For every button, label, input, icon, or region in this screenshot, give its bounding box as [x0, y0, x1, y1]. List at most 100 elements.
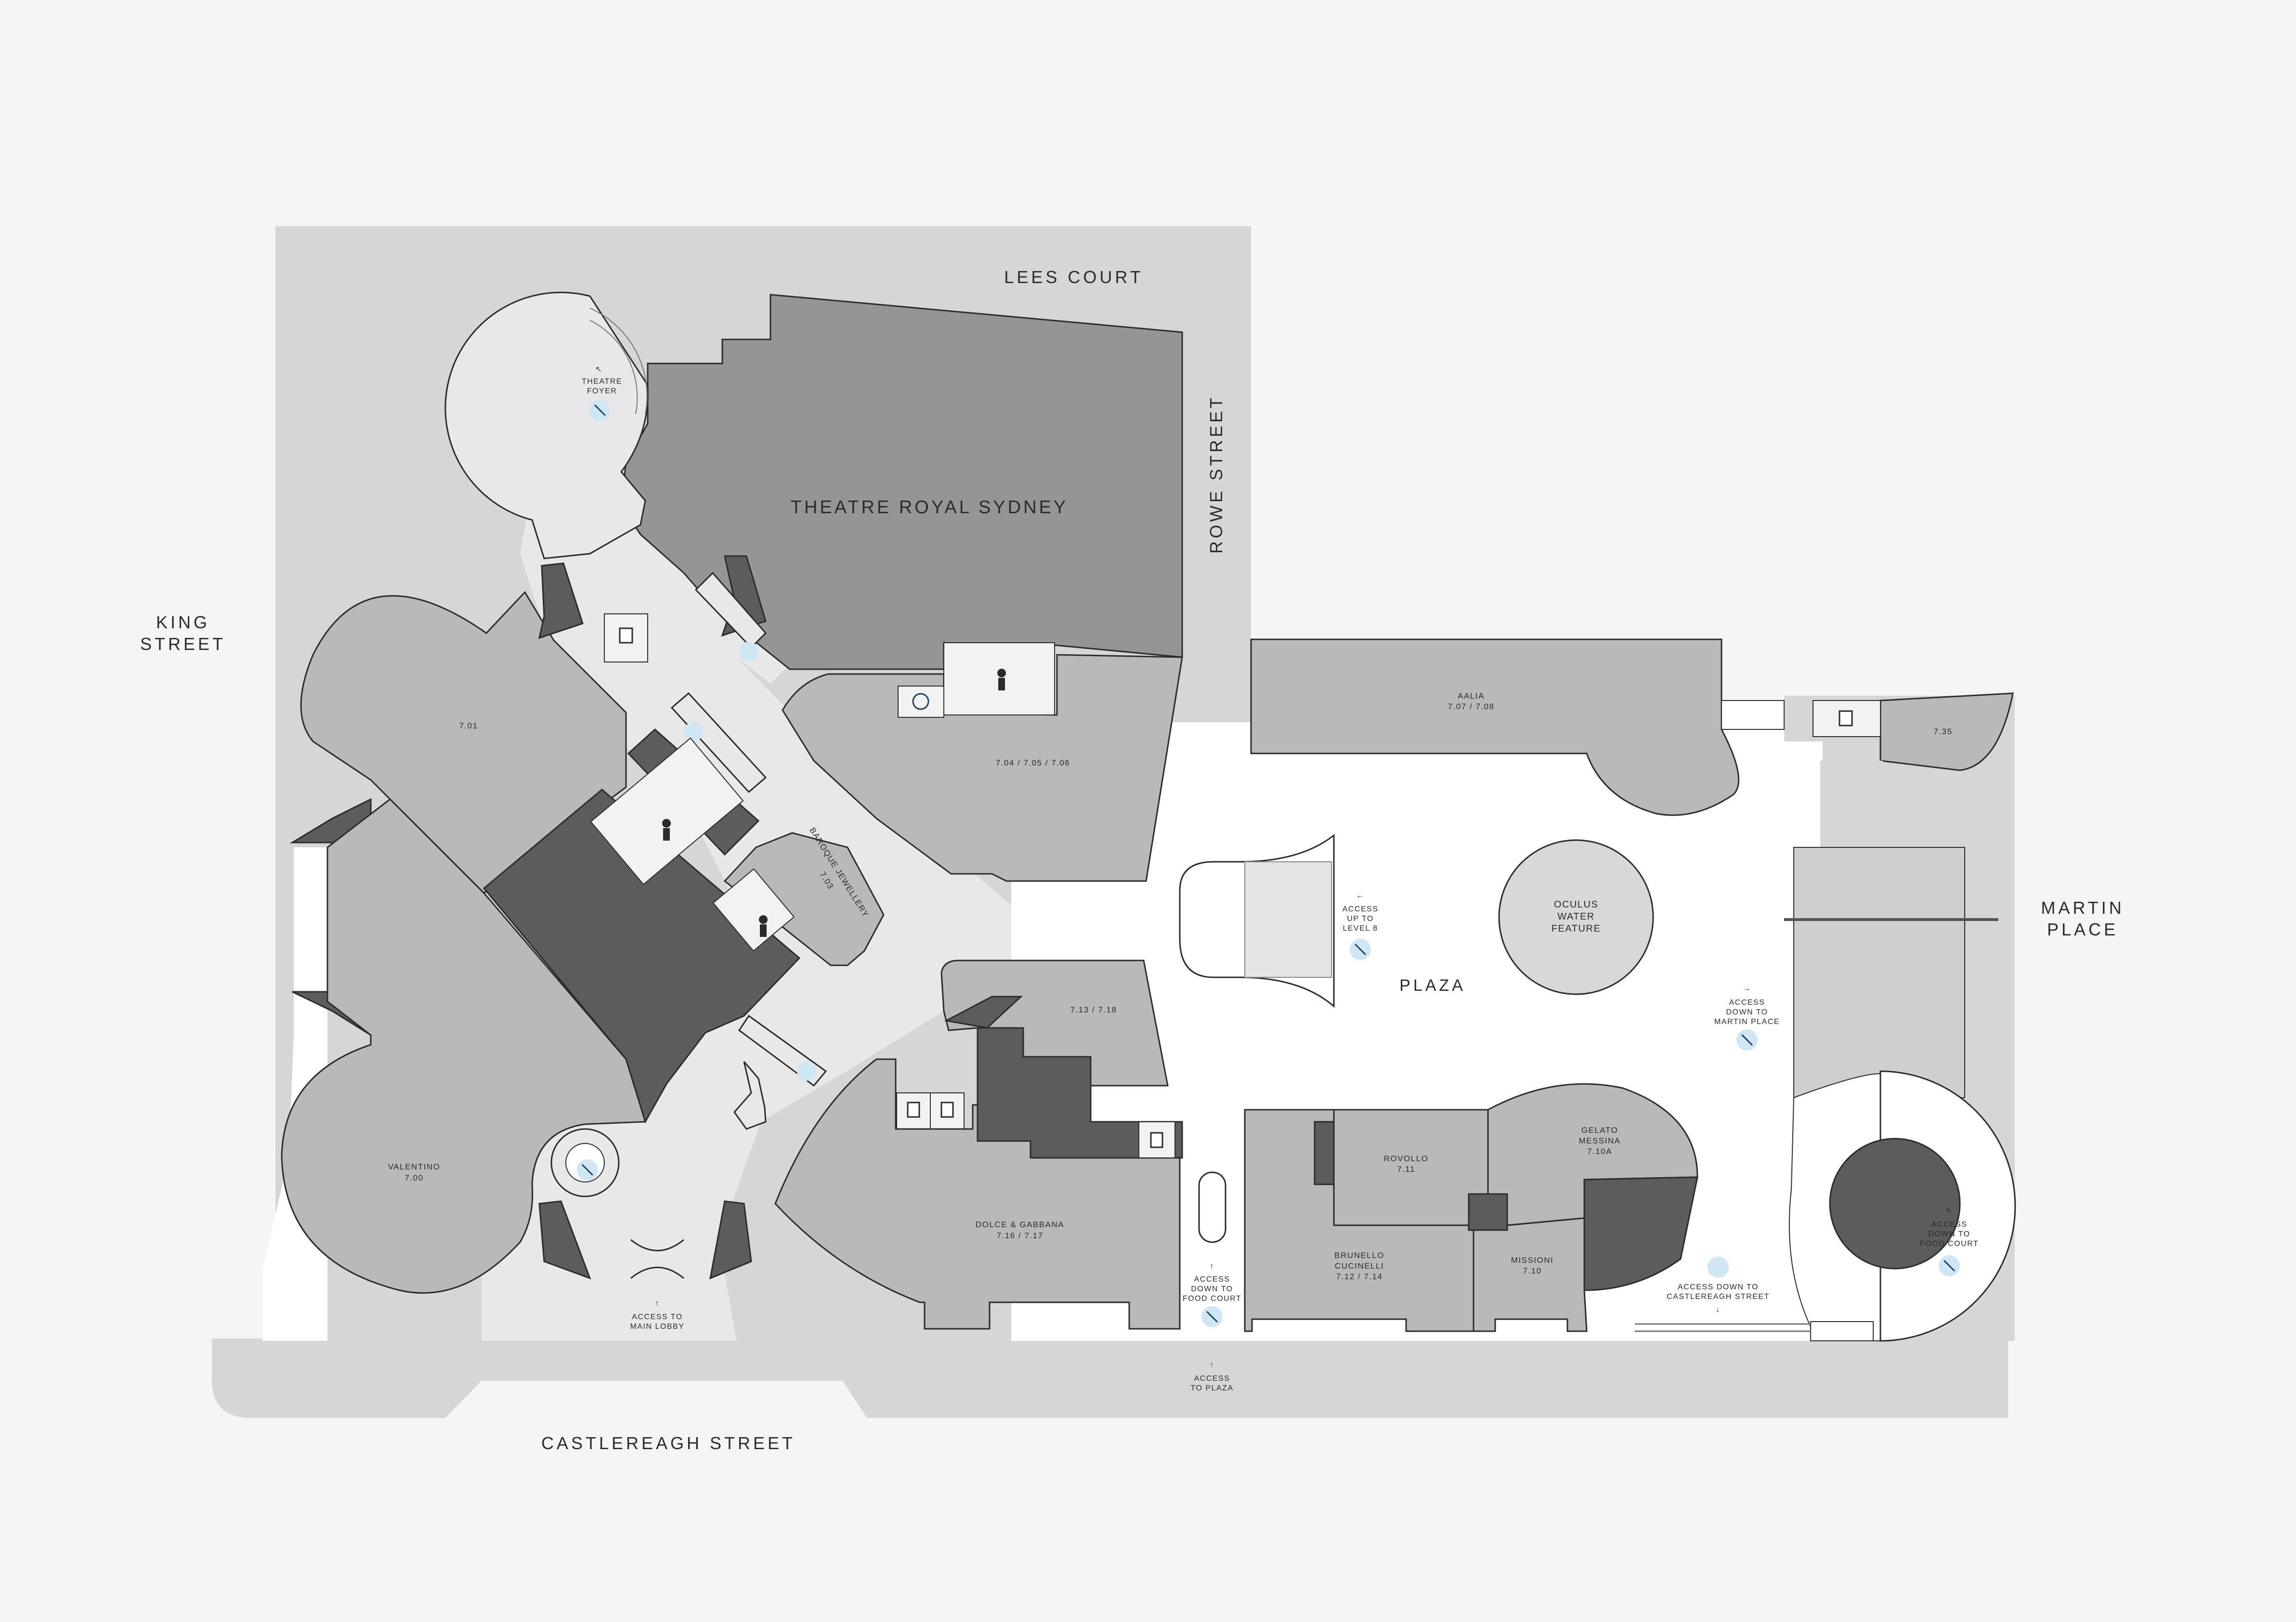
shop-name: DOLCE & GABBANA: [976, 1220, 1064, 1229]
shop-shape: [782, 654, 1183, 882]
shop-shape: [723, 832, 885, 966]
theatre-foyer[interactable]: THEATRE FOYER ↖: [444, 291, 649, 559]
lift-northeast[interactable]: [1813, 700, 1881, 737]
shop-number: 7.10A: [1587, 1147, 1612, 1156]
accessible-icon[interactable]: [912, 693, 929, 710]
shop-brunello-cucinelli[interactable]: BRUNELLO CUCINELLI 7.12 / 7.14: [1244, 1109, 1474, 1332]
east-spiral-stairs[interactable]: [1635, 1070, 2016, 1342]
toilet-icon[interactable]: [997, 669, 1006, 677]
shop-shape: [940, 960, 1169, 1087]
escalator-icon[interactable]: [684, 722, 703, 741]
shop-name: ROVOLLO: [1384, 1154, 1429, 1163]
shop-rovollo[interactable]: ROVOLLO 7.11: [1333, 1109, 1489, 1226]
stairs-icon[interactable]: [1349, 938, 1372, 961]
note-line1: ACCESS TO: [632, 1313, 682, 1321]
toilet-icon[interactable]: [759, 915, 768, 924]
escalator-north[interactable]: [694, 571, 767, 661]
shop-dolce-gabbana[interactable]: DOLCE & GABBANA 7.16 / 7.17: [774, 1058, 1181, 1330]
shop-name: AALIA: [1458, 691, 1485, 701]
plaza-amphitheatre[interactable]: [1179, 833, 1335, 1008]
toilet-icon[interactable]: [662, 819, 671, 828]
stairs-icon[interactable]: [1200, 1305, 1224, 1328]
shop-7-01[interactable]: 7.01: [300, 591, 627, 894]
king-street-label-2: STREET: [140, 634, 226, 654]
oculus-water-feature[interactable]: OCULUS WATER FEATURE: [1498, 839, 1654, 995]
oculus-circle: [1498, 839, 1654, 995]
accessible-toilet-north[interactable]: [898, 686, 944, 718]
stair-shape: [1198, 1171, 1226, 1243]
stairwell-south-1: [538, 1200, 591, 1280]
shop-label: 7.01: [459, 721, 478, 730]
martin-place-label-2: PLACE: [2047, 920, 2118, 939]
lift-icon[interactable]: [619, 627, 633, 644]
foyer-stairs[interactable]: [589, 308, 648, 415]
note-line2: DOWN TO: [1928, 1230, 1970, 1238]
shop-number: 7.10: [1523, 1266, 1541, 1275]
column: [1314, 1121, 1335, 1185]
toilet-central-1[interactable]: [590, 737, 744, 885]
lift-icon[interactable]: [1150, 1132, 1163, 1148]
shop-shape: [1487, 1083, 1698, 1226]
note-line3: FOOD COURT: [1920, 1240, 1979, 1248]
shop-shape: [1250, 638, 1740, 816]
escalator-south-body: [733, 1061, 767, 1130]
stairs-icon[interactable]: [588, 399, 612, 422]
escalator-mid-body: [670, 692, 767, 793]
martin-place-stairs[interactable]: [1784, 761, 1998, 1341]
lift-icon[interactable]: [907, 1102, 920, 1118]
lift-box: [1138, 1121, 1175, 1158]
rowe-street-label: ROWE STREET: [1206, 395, 1226, 554]
shop-label: 7.35: [1933, 727, 1952, 736]
grand-staircase: [1793, 847, 1965, 1098]
toilet-central-2[interactable]: [712, 868, 795, 952]
stairs-icon[interactable]: [1735, 1028, 1759, 1051]
martin-place-label-1: MARTIN: [2041, 898, 2124, 918]
note-line2: MAIN LOBBY: [630, 1323, 685, 1331]
shop-shape: [281, 798, 647, 1294]
toilet-box: [590, 737, 744, 885]
shop-7-04-7-05-7-06[interactable]: 7.04 / 7.05 / 7.06: [782, 654, 1183, 882]
note-line1: ACCESS: [1194, 1275, 1230, 1284]
foyer-note-line2: FOYER: [587, 387, 617, 395]
toilet-icon-body: [760, 924, 767, 937]
shop-missioni[interactable]: MISSIONI 7.10: [1473, 1217, 1588, 1332]
note-line2: DOWN TO: [1191, 1285, 1233, 1293]
foyer-floor: [444, 291, 649, 559]
seating-steps: [1244, 861, 1332, 978]
note-main-lobby: ↑ ACCESS TO MAIN LOBBY: [630, 1239, 685, 1331]
lift-north[interactable]: [604, 613, 648, 662]
shop-7-35[interactable]: 7.35: [1721, 692, 2014, 771]
arrow-up-left-icon: ↖: [596, 365, 603, 374]
northeast-stairs[interactable]: [1721, 700, 1785, 730]
note-line1: ACCESS: [1194, 1375, 1230, 1383]
shop-gelato-messina[interactable]: GELATO MESSINA 7.10A: [1487, 1083, 1698, 1226]
main-lobby-stairs[interactable]: [550, 1128, 620, 1197]
food-court-stairs[interactable]: [1198, 1171, 1226, 1328]
lift-south[interactable]: [896, 1092, 965, 1129]
accessible-icon[interactable]: [1708, 1257, 1729, 1278]
note-line2: TO PLAZA: [1190, 1384, 1233, 1392]
note-line2: CASTLEREAGH STREET: [1667, 1293, 1770, 1301]
castlereagh-street-label: CASTLEREAGH STREET: [541, 1433, 796, 1453]
stairs-icon[interactable]: [576, 1158, 599, 1181]
note-line2: DOWN TO: [1726, 1008, 1768, 1016]
stair-shape: [1721, 700, 1785, 730]
lift-icon[interactable]: [1839, 710, 1853, 727]
shop-aalia[interactable]: AALIA 7.07 / 7.08: [1250, 638, 1740, 816]
toilet-north[interactable]: [943, 642, 1055, 715]
stairs-icon[interactable]: [1938, 1254, 1961, 1277]
escalator-icon[interactable]: [797, 1062, 816, 1081]
escalator-mid[interactable]: [670, 692, 767, 793]
toilet-box: [712, 868, 795, 952]
shop-7-13-7-18[interactable]: 7.13 / 7.18: [940, 960, 1169, 1087]
lift-southeast[interactable]: [1138, 1121, 1175, 1158]
escalator-south[interactable]: [733, 1014, 827, 1130]
shop-valentino[interactable]: VALENTINO 7.00: [281, 798, 647, 1294]
shop-name-line2: CUCINELLI: [1335, 1261, 1384, 1271]
lift-icon[interactable]: [940, 1102, 954, 1118]
arrow-up-icon: ↑: [655, 1299, 660, 1308]
escalator-icon[interactable]: [739, 642, 758, 661]
east-core: [1583, 1176, 1698, 1291]
note-level-8: ← ACCESS UP TO LEVEL 8: [1343, 892, 1378, 961]
main-lobby-doors[interactable]: [630, 1239, 684, 1279]
